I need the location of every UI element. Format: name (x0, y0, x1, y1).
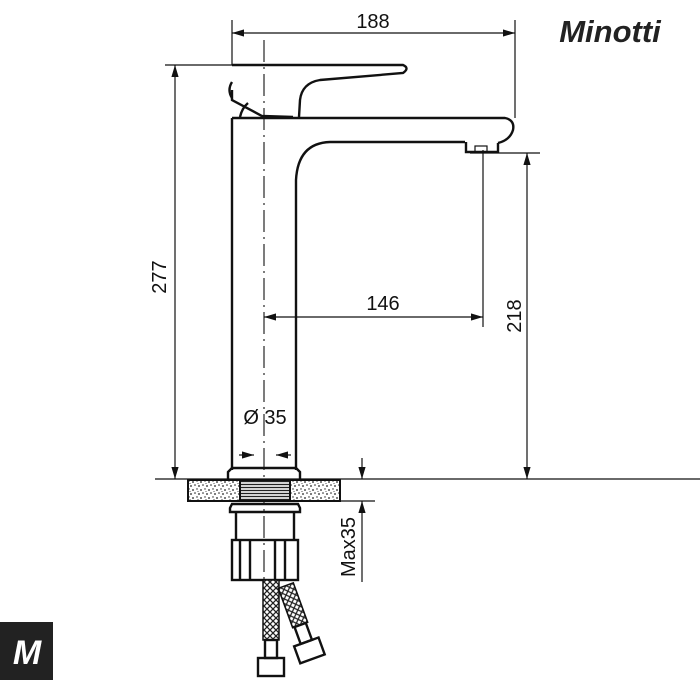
dim-spout-height: 218 (504, 299, 526, 332)
dim-body-diameter: Ø 35 (243, 407, 286, 429)
countertop-section (289, 479, 341, 502)
brand-mark-letter: M (13, 634, 42, 672)
dim-overall-height: 277 (149, 260, 171, 293)
dim-overall-width: 188 (356, 11, 389, 33)
countertop-section (187, 479, 241, 502)
dim-spout-reach: 146 (366, 293, 399, 315)
supply-hose (277, 581, 327, 665)
lever-handle (228, 63, 408, 119)
faucet-body (230, 116, 515, 470)
dim-max-thickness: Max35 (338, 517, 360, 577)
brand-mark (0, 622, 53, 680)
brand-logo: Minotti (559, 14, 662, 49)
counter-mount (187, 466, 341, 678)
supply-hose (262, 579, 280, 641)
dimension-lines (155, 20, 700, 582)
threaded-shank (239, 479, 291, 502)
